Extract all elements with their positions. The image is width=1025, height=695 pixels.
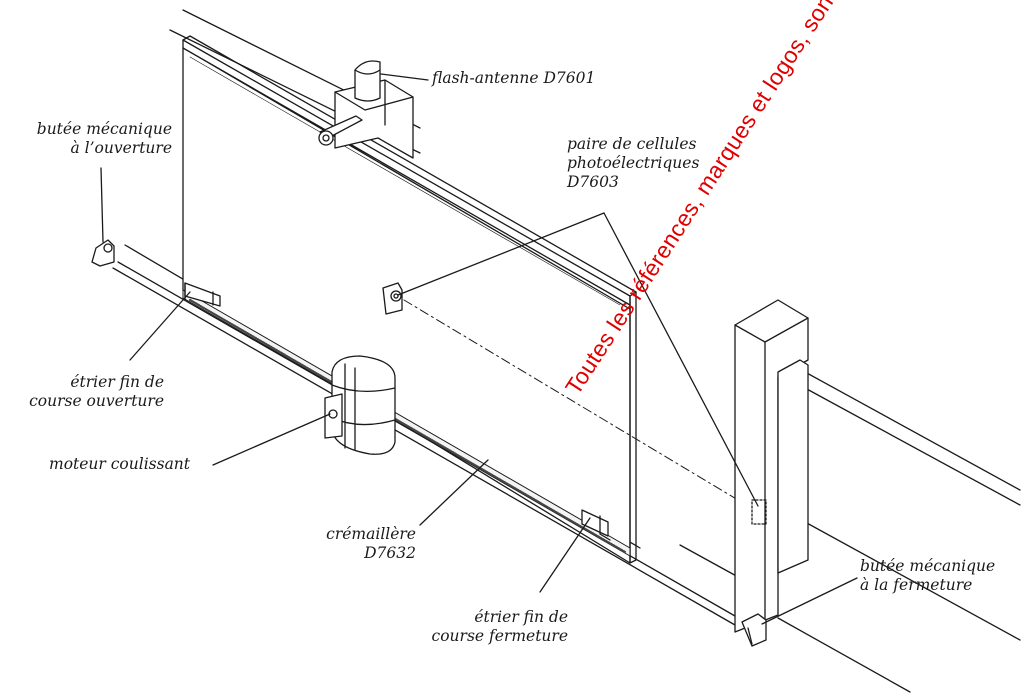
label-flash-antenne: flash-antenne D7601 <box>432 69 596 87</box>
leader-flash <box>380 73 429 81</box>
ground-line-front <box>112 267 736 626</box>
leader-butee-fermeture <box>761 577 858 625</box>
photocell-beam <box>403 299 739 501</box>
motor-base <box>324 393 343 439</box>
fence-post <box>777 359 809 574</box>
label-cellules: paire de cellules photoélectriques D7603 <box>567 135 700 191</box>
leader-butee-ouverture <box>100 167 104 243</box>
leader-cell-2 <box>603 212 759 507</box>
leader-moteur <box>212 413 331 466</box>
flash-lamp <box>354 60 381 102</box>
leader-etrier-ouverture <box>129 291 191 361</box>
label-etrier-fermeture: étrier fin de course fermeture <box>431 608 568 645</box>
fence-line-bottom <box>804 521 1021 641</box>
label-butee-ouverture: butée mécanique à l’ouverture <box>36 120 172 157</box>
mechanical-stop-right <box>741 613 767 647</box>
end-stop-right <box>581 509 609 537</box>
ground-line-right <box>777 617 911 693</box>
mechanical-stop-left <box>91 239 115 267</box>
leader-cell-1 <box>397 212 605 296</box>
photocell-post <box>751 499 767 525</box>
leader-etrier-fermeture <box>539 517 591 593</box>
fence-line-top <box>804 371 1021 491</box>
gate-top-rail <box>182 47 631 310</box>
label-etrier-ouverture: étrier fin de course ouverture <box>29 373 164 410</box>
gate-top-edge <box>182 35 637 293</box>
gate-panel-side <box>629 291 637 564</box>
fence-line-mid <box>804 387 1021 506</box>
leader-cremaillere <box>419 459 489 526</box>
motor-body <box>331 355 396 455</box>
label-moteur: moteur coulissant <box>49 455 191 473</box>
label-butee-fermeture: butée mécanique à la fermeture <box>860 557 996 594</box>
label-cremaillere: crémaillère D7632 <box>326 525 416 562</box>
ground-line-right-2 <box>679 544 741 579</box>
